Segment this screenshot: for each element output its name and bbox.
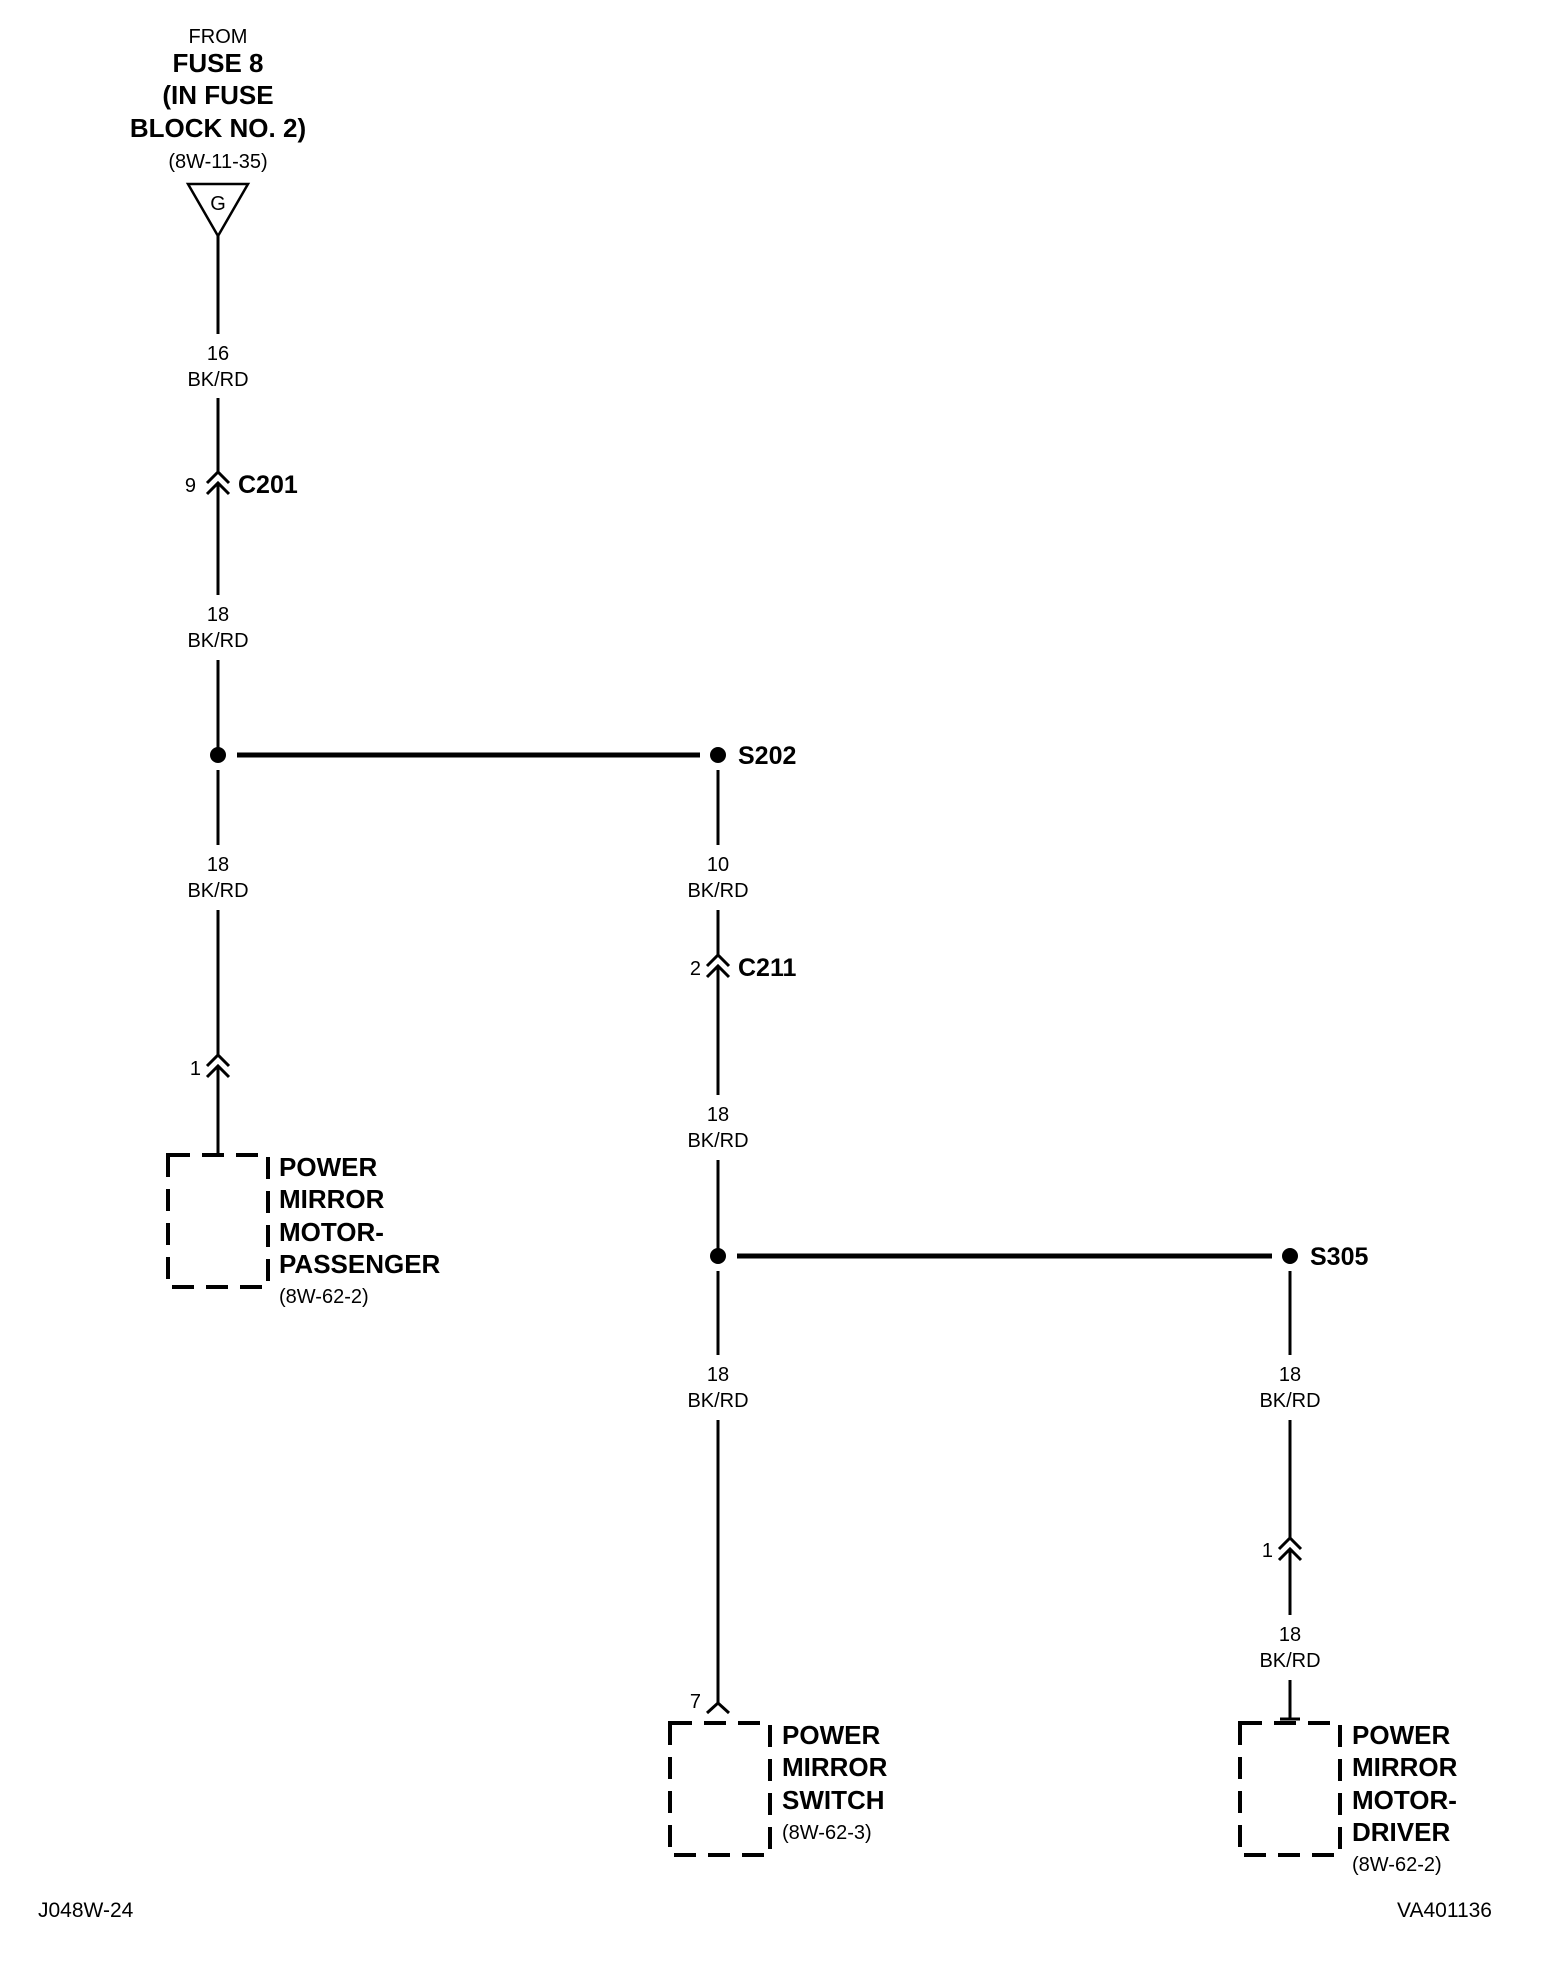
- component-label-line: DRIVER: [1352, 1817, 1450, 1847]
- splice-node: [1282, 1248, 1298, 1264]
- connector-pin: 1: [1262, 1540, 1273, 1562]
- fuse-label-line3: BLOCK NO. 2): [130, 113, 306, 143]
- connector-pin: 7: [690, 1691, 701, 1713]
- wire-color: BK/RD: [1259, 1650, 1320, 1672]
- connector-chevron-icon: [205, 1063, 231, 1079]
- component-label-line: MIRROR: [1352, 1752, 1458, 1782]
- fuse-source: FROM FUSE 8 (IN FUSE BLOCK NO. 2) (8W-11…: [130, 26, 306, 239]
- diagram-code-right: VA401136: [1397, 1899, 1492, 1922]
- wire-color: BK/RD: [1259, 1390, 1320, 1412]
- connector-c201: 9 C201: [185, 469, 298, 499]
- connector-name: C211: [738, 954, 796, 982]
- splice-node: [710, 747, 726, 763]
- component-ref: (8W-62-2): [279, 1286, 369, 1308]
- component-label-line: POWER: [279, 1152, 377, 1182]
- from-label: FROM: [189, 26, 248, 48]
- wire-gauge: 10: [707, 854, 729, 876]
- splice-node: [210, 747, 226, 763]
- connector-c211: 2 C211: [690, 952, 796, 982]
- connector-passenger: 1: [190, 1052, 231, 1080]
- connector-chevron-icon: [205, 469, 231, 485]
- splice-label: S305: [1310, 1243, 1368, 1271]
- connector-pin: 2: [690, 958, 701, 980]
- connector-chevron-icon: [1277, 1535, 1303, 1551]
- component-label-line: SWITCH: [782, 1785, 885, 1815]
- component-label-line: MIRROR: [782, 1752, 888, 1782]
- connector-driver: 1: [1262, 1535, 1303, 1562]
- component-box: [668, 1721, 772, 1857]
- terminal-letter: G: [210, 193, 226, 215]
- wire-color: BK/RD: [187, 369, 248, 391]
- component-ref: (8W-62-2): [1352, 1854, 1442, 1876]
- diagram-code-left: J048W-24: [38, 1899, 134, 1922]
- wire-color: BK/RD: [187, 630, 248, 652]
- connector-pin: 9: [185, 475, 196, 497]
- connector-pin: 1: [190, 1058, 201, 1080]
- fuse-ref: (8W-11-35): [168, 151, 267, 173]
- component-label-line: POWER: [1352, 1720, 1450, 1750]
- terminal-triangle-icon: [185, 182, 251, 239]
- wire-color: BK/RD: [687, 1130, 748, 1152]
- wire-color: BK/RD: [687, 1390, 748, 1412]
- connector-chevron-icon: [705, 963, 731, 979]
- wire-color: BK/RD: [187, 880, 248, 902]
- connector-name: C201: [238, 471, 298, 499]
- component-box: [166, 1153, 270, 1289]
- component-label-line: MIRROR: [279, 1184, 385, 1214]
- wire-gauge: 18: [207, 854, 229, 876]
- component-power-mirror-switch: POWER MIRROR SWITCH (8W-62-3): [668, 1720, 888, 1857]
- component-label-line: MOTOR-: [1352, 1785, 1457, 1815]
- wire-color: BK/RD: [687, 880, 748, 902]
- component-label-line: MOTOR-: [279, 1217, 384, 1247]
- fuse-label-line2: (IN FUSE: [162, 80, 273, 110]
- connector-chevron-icon: [205, 480, 231, 496]
- connector-chevron-icon: [705, 952, 731, 968]
- wire-gauge: 18: [207, 604, 229, 626]
- wire-gauge: 18: [707, 1364, 729, 1386]
- component-passenger-mirror-motor: POWER MIRROR MOTOR- PASSENGER (8W-62-2): [166, 1152, 441, 1308]
- component-box: [1238, 1721, 1342, 1857]
- wire-gauge: 18: [707, 1104, 729, 1126]
- connector-chevron-icon: [705, 1700, 731, 1715]
- splice-label: S202: [738, 742, 796, 770]
- component-label-line: PASSENGER: [279, 1249, 441, 1279]
- connector-chevron-icon: [1277, 1546, 1303, 1562]
- wire-gauge: 18: [1279, 1364, 1301, 1386]
- component-ref: (8W-62-3): [782, 1822, 872, 1844]
- component-label-line: POWER: [782, 1720, 880, 1750]
- connector-chevron-icon: [205, 1052, 231, 1068]
- connector-switch: 7: [690, 1691, 731, 1715]
- component-driver-mirror-motor: POWER MIRROR MOTOR- DRIVER (8W-62-2): [1238, 1720, 1458, 1876]
- wire-gauge: 16: [207, 343, 229, 365]
- fuse-label-line1: FUSE 8: [172, 48, 263, 78]
- splice-node: [710, 1248, 726, 1264]
- wire-gauge: 18: [1279, 1624, 1301, 1646]
